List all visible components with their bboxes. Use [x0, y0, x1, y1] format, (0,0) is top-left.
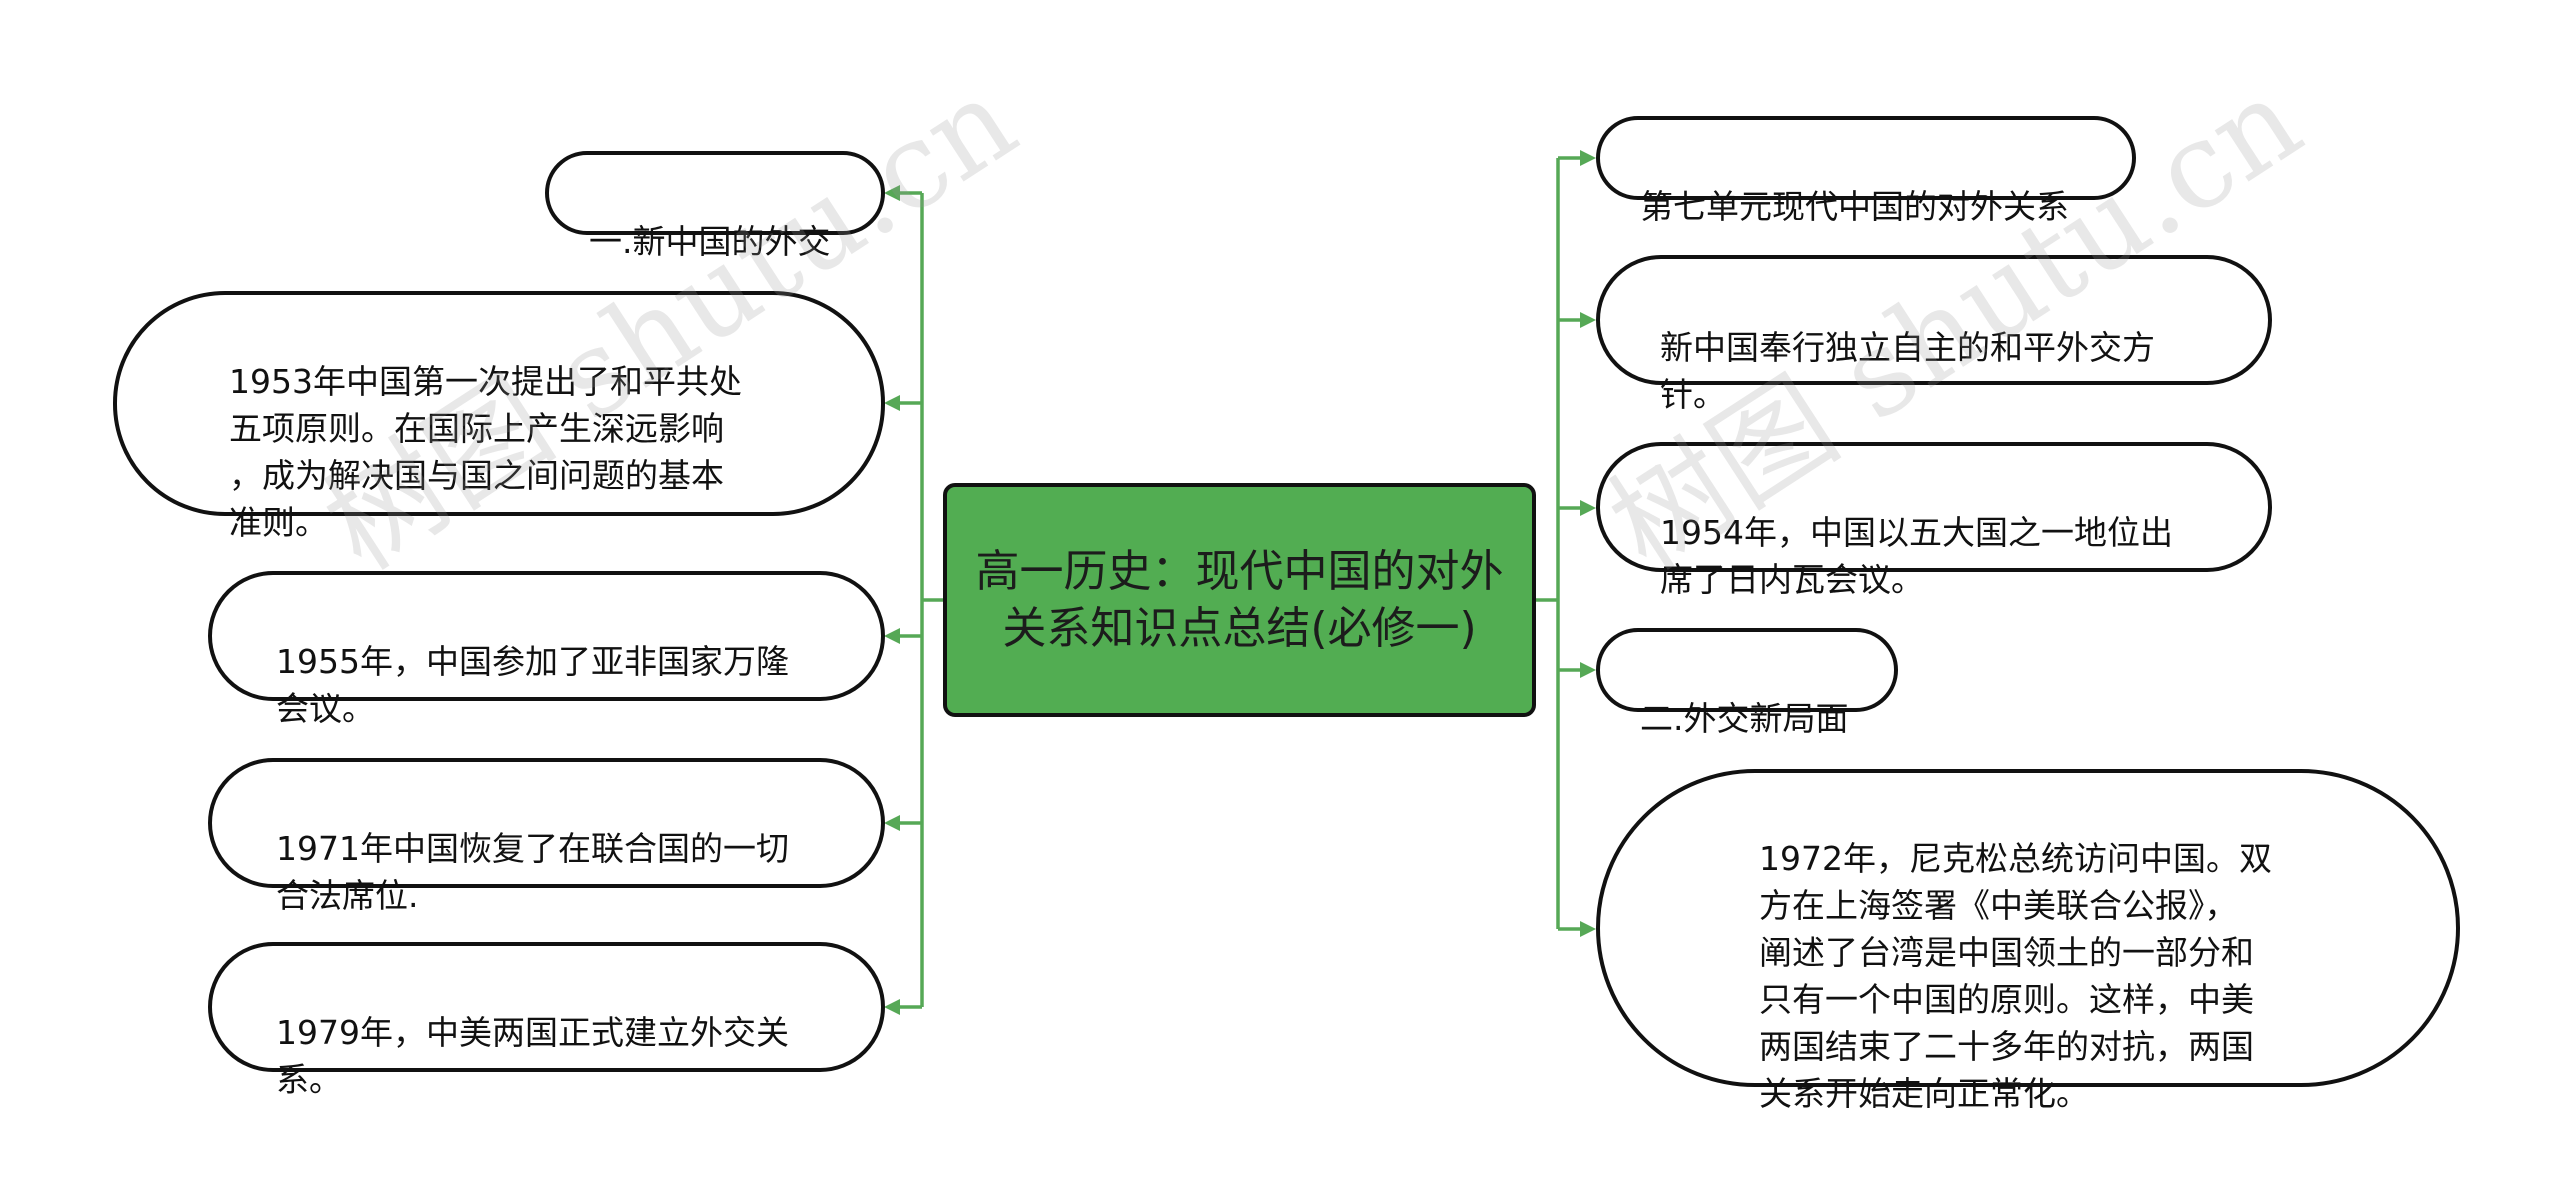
right-node-1954-text: 1954年，中国以五大国之一地位出 席了日内瓦会议。 — [1660, 513, 2173, 599]
right-node-new-situation-text: 二.外交新局面 — [1640, 699, 1849, 738]
right-node-unit-title-text: 第七单元现代中国的对外关系 — [1640, 187, 2069, 226]
right-node-new-situation[interactable]: 二.外交新局面 — [1596, 628, 1898, 738]
connector-right-trunk — [1536, 158, 1560, 929]
left-node-1955[interactable]: 1955年，中国参加了亚非国家万隆 会议。 — [208, 571, 885, 728]
arrow-right-5 — [1580, 921, 1596, 937]
left-node-1955-text: 1955年，中国参加了亚非国家万隆 会议。 — [276, 642, 789, 728]
left-node-1953[interactable]: 1953年中国第一次提出了和平共处 五项原则。在国际上产生深远影响 ，成为解决国… — [113, 291, 885, 542]
left-node-1979[interactable]: 1979年，中美两国正式建立外交关 系。 — [208, 942, 885, 1099]
right-node-unit-title[interactable]: 第七单元现代中国的对外关系 — [1596, 116, 2136, 226]
right-node-policy-text: 新中国奉行独立自主的和平外交方 针。 — [1660, 328, 2155, 414]
left-node-heading[interactable]: 一.新中国的外交 — [545, 151, 885, 261]
left-node-1971-text: 1971年中国恢复了在联合国的一切 合法席位. — [276, 829, 789, 915]
left-node-heading-text: 一.新中国的外交 — [589, 222, 831, 261]
arrow-right-3 — [1580, 500, 1596, 516]
right-node-policy[interactable]: 新中国奉行独立自主的和平外交方 针。 — [1596, 255, 2272, 414]
right-node-1972-text: 1972年，尼克松总统访问中国。双 方在上海签署《中美联合公报》， 阐述了台湾是… — [1759, 839, 2272, 1113]
arrow-left-1 — [884, 185, 900, 201]
left-node-1979-text: 1979年，中美两国正式建立外交关 系。 — [276, 1013, 789, 1099]
arrow-left-5 — [884, 999, 900, 1015]
arrow-right-1 — [1580, 150, 1596, 166]
right-node-1972[interactable]: 1972年，尼克松总统访问中国。双 方在上海签署《中美联合公报》， 阐述了台湾是… — [1596, 769, 2460, 1113]
arrow-right-4 — [1580, 662, 1596, 678]
arrow-left-4 — [884, 815, 900, 831]
right-node-1954[interactable]: 1954年，中国以五大国之一地位出 席了日内瓦会议。 — [1596, 442, 2272, 599]
central-topic[interactable]: 高一历史：现代中国的对外关系知识点总结(必修一) — [943, 483, 1536, 717]
left-node-1953-text: 1953年中国第一次提出了和平共处 五项原则。在国际上产生深远影响 ，成为解决国… — [229, 362, 742, 542]
arrow-left-2 — [884, 395, 900, 411]
arrow-left-3 — [884, 628, 900, 644]
connector-left-trunk — [920, 193, 943, 1007]
arrow-right-2 — [1580, 312, 1596, 328]
central-topic-label: 高一历史：现代中国的对外关系知识点总结(必修一) — [975, 546, 1504, 654]
left-node-1971[interactable]: 1971年中国恢复了在联合国的一切 合法席位. — [208, 758, 885, 915]
